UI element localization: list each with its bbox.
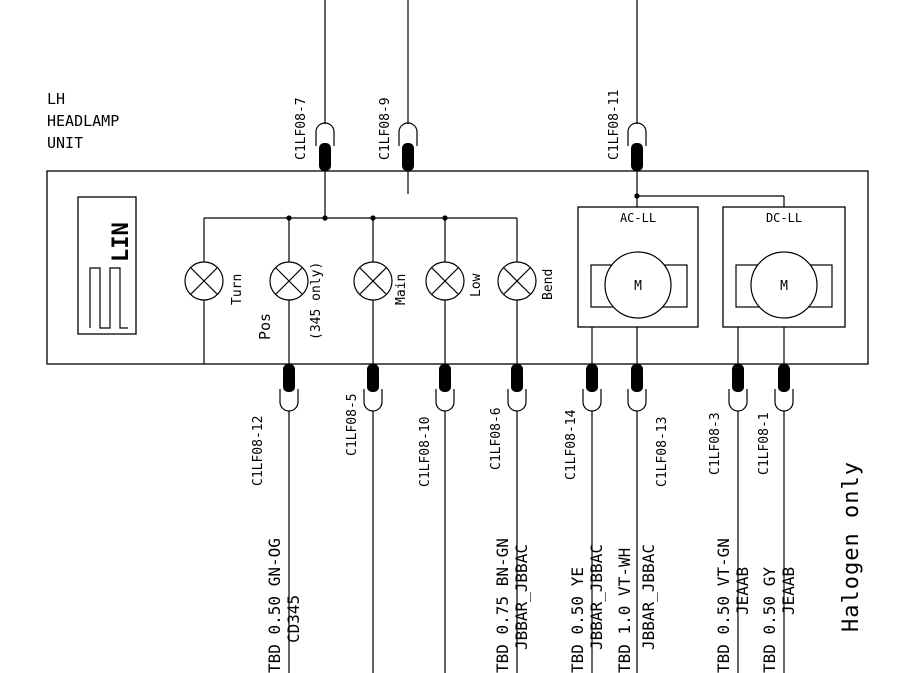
wire-dest-1: CD345 — [284, 595, 303, 643]
wire-spec-1: TBD 0.50 GN-OG — [265, 538, 284, 673]
bottom-connector-label-5: C1LF08-5 — [345, 393, 360, 456]
halogen-only-note: Halogen only — [839, 461, 864, 632]
bottom-connector-label-14: C1LF08-14 — [564, 409, 579, 480]
motor-feed — [634, 171, 785, 207]
bottom-connector-3 — [728, 364, 748, 673]
lamp-label-turn: Turn — [230, 274, 245, 305]
headlamp-unit-frame — [46, 170, 869, 365]
motor-title-dc-ll: DC-LL — [766, 211, 802, 225]
wire-spec-5: TBD 0.50 VT-GN — [714, 538, 733, 673]
lamp-label-main: Main — [394, 274, 409, 305]
lamp-turn: Turn — [184, 218, 245, 364]
motor-symbol-dc-ll: M — [780, 279, 788, 294]
bottom-connector-label-13: C1LF08-13 — [655, 417, 670, 487]
lamp-label-bend: Bend — [541, 269, 556, 300]
top-connector-label-9: C1LF08-9 — [378, 97, 393, 160]
lamp-label-low: Low — [469, 273, 484, 297]
bottom-connector-12 — [279, 364, 299, 673]
wire-dest-5: JEAAB — [733, 567, 752, 615]
motor-symbol-ac-ll: M — [634, 279, 642, 294]
bottom-connector-13 — [627, 364, 647, 673]
lin-label: LIN — [109, 222, 134, 262]
bottom-connector-label-1: C1LF08-1 — [757, 412, 772, 475]
top-connector-label-7: C1LF08-7 — [294, 97, 309, 160]
wire-dest-2: JBBAR_JBBAC — [512, 544, 531, 650]
motor-title-ac-ll: AC-LL — [620, 211, 656, 225]
lamp-main: Main — [353, 218, 409, 364]
lamp-bend: Bend — [497, 218, 556, 364]
bottom-connector-14 — [582, 364, 602, 673]
bottom-connector-label-12: C1LF08-12 — [251, 416, 266, 486]
lamp-label-pos: Pos — [256, 313, 274, 340]
wire-dest-6: JEAAB — [779, 567, 798, 615]
top-connector-11 — [627, 122, 647, 171]
unit-title-line-1: LH — [47, 90, 65, 108]
lin-module: LIN — [77, 196, 137, 335]
top-wires — [324, 0, 638, 124]
lamp-low: Low — [425, 218, 484, 364]
lamp-bus — [204, 171, 517, 221]
bottom-connector-label-3: C1LF08-3 — [708, 412, 723, 475]
motor-dc-ll: DC-LL M — [722, 206, 846, 364]
wire-spec-2: TBD 0.75 BN-GN — [493, 538, 512, 673]
bottom-connector-label-10: C1LF08-10 — [418, 417, 433, 487]
bottom-connector-5 — [363, 364, 383, 673]
wire-dest-4: JBBAR_JBBAC — [639, 544, 658, 650]
wire-spec-4: TBD 1.0 VT-WH — [615, 548, 634, 673]
motor-ac-ll: AC-LL M — [577, 206, 699, 364]
unit-title-line-3: UNIT — [47, 134, 83, 152]
bottom-connector-1 — [774, 364, 794, 673]
unit-title-line-2: HEADLAMP — [47, 112, 119, 130]
wire-spec-6: TBD 0.50 GY — [760, 567, 779, 673]
top-connector-label-11: C1LF08-11 — [607, 90, 622, 160]
bottom-connector-label-6: C1LF08-6 — [489, 407, 504, 470]
lamp-sublabel-pos: (345 only) — [309, 262, 324, 340]
lamp-pos: Pos (345 only) — [256, 218, 324, 364]
bottom-connector-6 — [507, 364, 527, 673]
top-connector-9 — [398, 122, 418, 194]
wire-dest-3: JBBAR_JBBAC — [587, 544, 606, 650]
bottom-connector-10 — [435, 364, 455, 673]
wire-spec-3: TBD 0.50 YE — [568, 567, 587, 673]
top-connector-7 — [315, 122, 335, 171]
